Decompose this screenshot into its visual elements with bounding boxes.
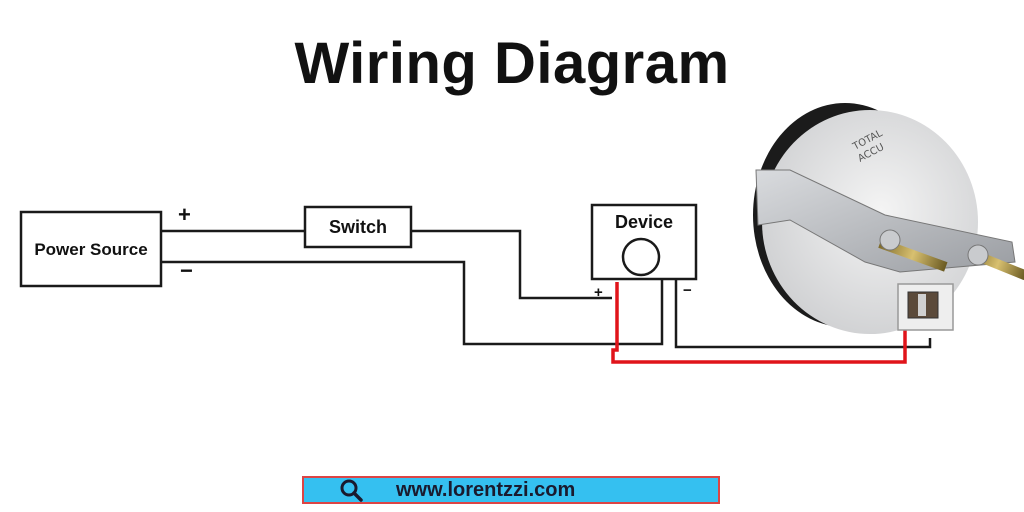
- gauge-bracket: [755, 169, 1016, 273]
- wires: [161, 229, 932, 349]
- wire-switch-device-positive: [411, 229, 612, 300]
- device-label: Device: [615, 212, 673, 232]
- gauge-nut-right: [967, 244, 989, 266]
- switch-label: Switch: [329, 217, 387, 237]
- device-lamp-icon: [621, 237, 661, 277]
- gauge-image: TOTAL ACCU: [753, 103, 1024, 334]
- source-negative-sign: −: [180, 258, 193, 283]
- page-title: Wiring Diagram: [294, 31, 730, 96]
- gauge-terminal-pin: [918, 294, 926, 316]
- switch-box: [303, 205, 413, 249]
- wire-negative-source-device: [161, 260, 664, 346]
- device-positive-sign: +: [594, 284, 603, 301]
- red-wire: [611, 282, 907, 364]
- power-source-box: [19, 210, 163, 288]
- gauge-nut-left: [879, 229, 901, 251]
- footer-url[interactable]: www.lorentzzi.com: [396, 478, 576, 501]
- source-positive-sign: +: [178, 202, 191, 227]
- device-negative-sign: −: [683, 282, 692, 299]
- power-source-label: Power Source: [34, 240, 147, 259]
- footer-url-bar[interactable]: www.lorentzzi.com: [302, 476, 720, 504]
- search-icon: [340, 479, 363, 502]
- wire-device-negative-gauge: [674, 280, 932, 349]
